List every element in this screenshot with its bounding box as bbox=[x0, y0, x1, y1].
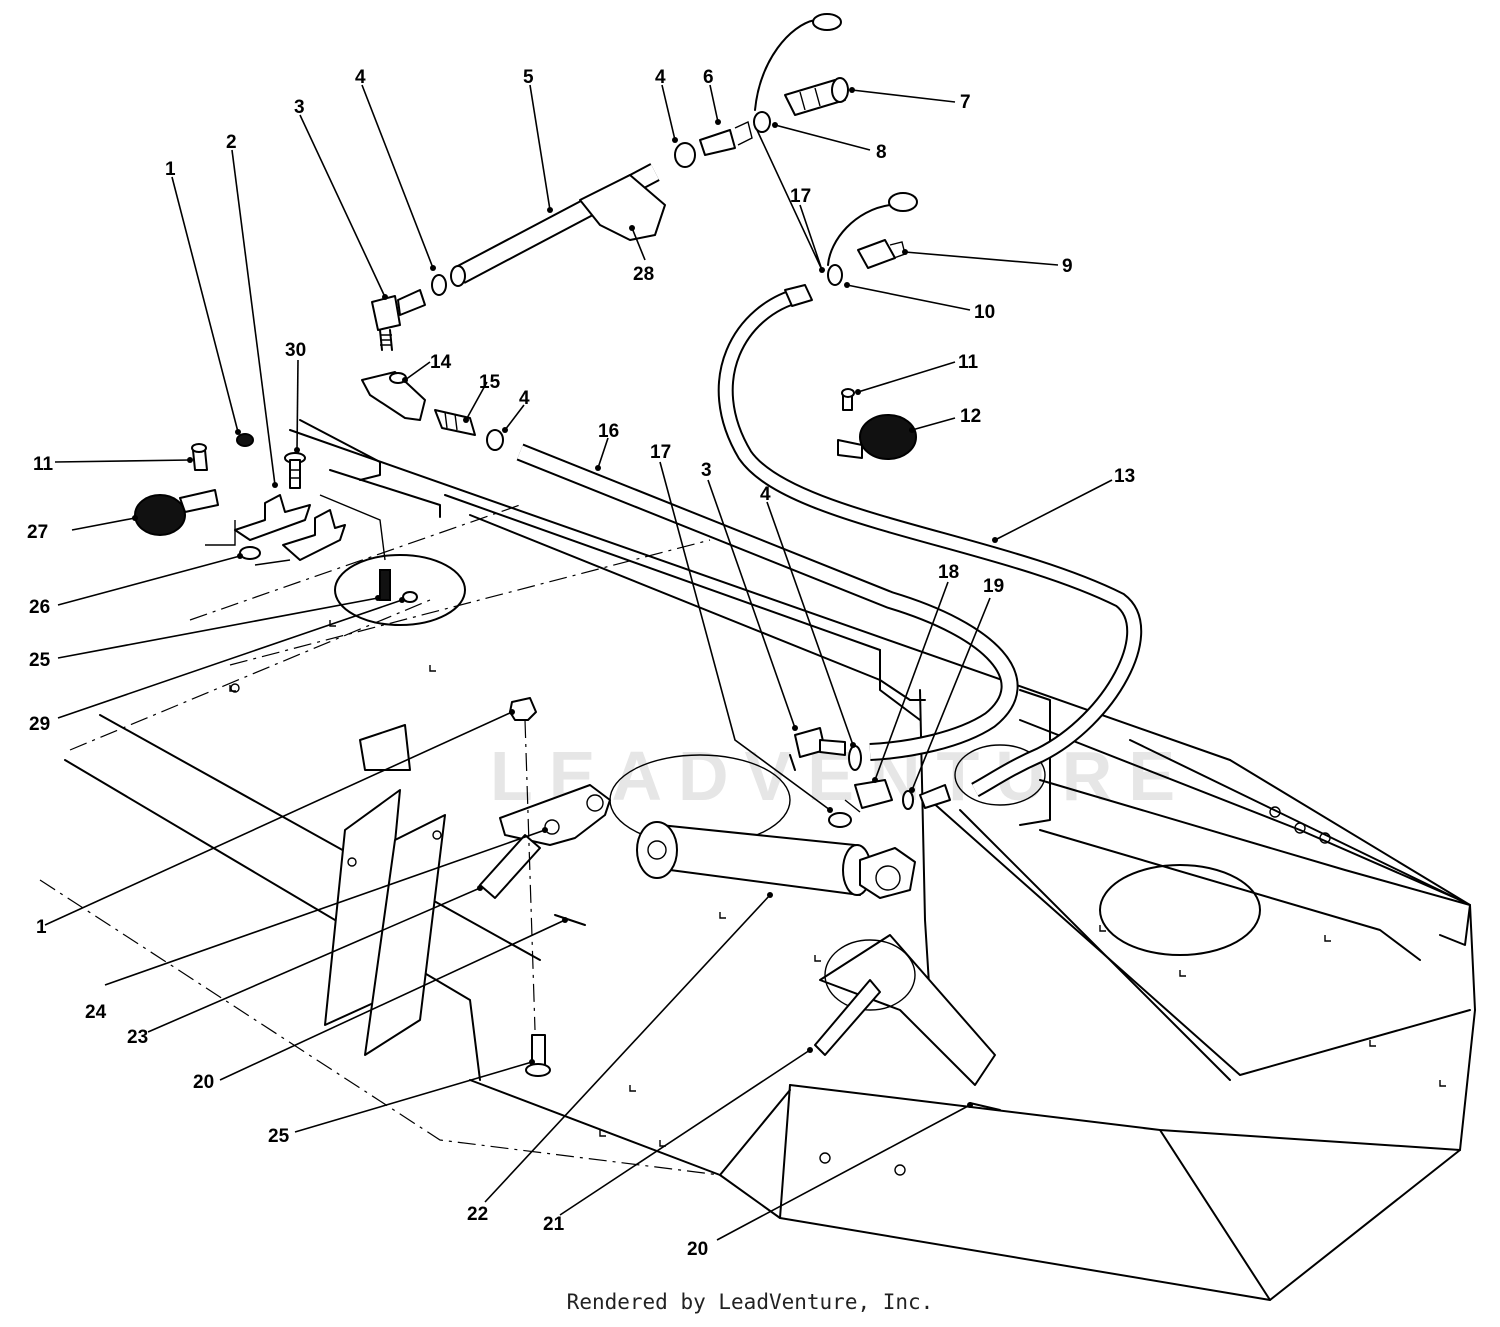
dust-cap-8 bbox=[753, 13, 842, 133]
lock-nut-top bbox=[509, 697, 537, 721]
callout-11: 11 bbox=[33, 454, 54, 475]
hydraulic-cylinder bbox=[636, 821, 916, 899]
callout-3: 3 bbox=[294, 97, 305, 118]
callout-15: 15 bbox=[479, 372, 501, 393]
nut-1-top bbox=[236, 433, 254, 447]
washer-26 bbox=[239, 546, 261, 560]
callout-25: 25 bbox=[268, 1126, 290, 1147]
callout-6: 6 bbox=[703, 67, 714, 88]
hose-clamp-12 bbox=[837, 388, 917, 460]
quick-coupler-7 bbox=[784, 77, 849, 116]
callout-2: 2 bbox=[226, 132, 237, 153]
mower-deck bbox=[39, 419, 1476, 1301]
callout-4: 4 bbox=[519, 388, 530, 409]
callout-30: 30 bbox=[285, 340, 306, 361]
cotter-pins bbox=[554, 914, 1001, 1111]
callout-19: 19 bbox=[983, 576, 1004, 597]
callout-17: 17 bbox=[790, 186, 811, 207]
footer-credit: Rendered by LeadVenture, Inc. bbox=[566, 1290, 934, 1314]
fitting-9 bbox=[857, 239, 906, 269]
callout-7: 7 bbox=[960, 92, 971, 113]
callout-4: 4 bbox=[355, 67, 366, 88]
callout-16: 16 bbox=[598, 421, 619, 442]
fitting-elbow-top bbox=[371, 289, 426, 351]
callout-25: 25 bbox=[29, 650, 51, 671]
callout-4: 4 bbox=[760, 484, 771, 505]
callout-12: 12 bbox=[960, 406, 981, 427]
callout-11: 11 bbox=[958, 352, 979, 373]
hose-13 bbox=[717, 284, 1143, 809]
tee-fitting bbox=[361, 371, 426, 421]
nut-4b bbox=[674, 142, 696, 168]
nut-4c bbox=[486, 429, 504, 451]
adapter-15 bbox=[434, 409, 476, 436]
callout-17: 17 bbox=[650, 442, 671, 463]
o-ring-19 bbox=[902, 790, 914, 810]
clevis-pin-front bbox=[479, 834, 541, 899]
callout-27: 27 bbox=[27, 522, 48, 543]
callout-9: 9 bbox=[1062, 256, 1073, 277]
callout-4: 4 bbox=[655, 67, 666, 88]
callout-28: 28 bbox=[633, 264, 654, 285]
front-lift-plate bbox=[324, 724, 446, 1056]
bolt-11-left bbox=[191, 443, 208, 471]
callout-29: 29 bbox=[29, 714, 50, 735]
coupler-6 bbox=[699, 121, 753, 156]
callout-10: 10 bbox=[974, 302, 995, 323]
callout-20: 20 bbox=[687, 1239, 708, 1260]
callout-8: 8 bbox=[876, 142, 887, 163]
callout-3: 3 bbox=[701, 460, 712, 481]
hose-clamp-27 bbox=[134, 489, 219, 536]
carriage-bolt-30 bbox=[284, 452, 306, 489]
fitting-elbow-lower bbox=[789, 727, 846, 771]
bolt-25-top bbox=[379, 569, 418, 603]
callout-1: 1 bbox=[36, 917, 47, 938]
nut-4a bbox=[431, 274, 447, 296]
callout-21: 21 bbox=[543, 1214, 565, 1235]
rear-lift-bracket bbox=[819, 934, 996, 1086]
right-blade-opening bbox=[1099, 864, 1261, 956]
dust-cap-10 bbox=[827, 192, 918, 286]
callout-14: 14 bbox=[430, 352, 452, 373]
o-ring-17 bbox=[828, 812, 852, 828]
leader-lines bbox=[44, 84, 1113, 1241]
clevis-pin-rear bbox=[814, 979, 881, 1056]
callout-23: 23 bbox=[127, 1027, 148, 1048]
bolt-lower bbox=[525, 1034, 551, 1077]
hose-5 bbox=[450, 163, 666, 287]
callout-13: 13 bbox=[1114, 466, 1135, 487]
nut-4d bbox=[848, 745, 862, 771]
hose-16 bbox=[516, 443, 1019, 761]
callout-22: 22 bbox=[467, 1204, 488, 1225]
callout-5: 5 bbox=[523, 67, 534, 88]
callout-numbers: 1 2 3 4 5 4 6 7 8 17 9 10 28 30 14 15 4 … bbox=[27, 67, 1135, 1260]
callout-24: 24 bbox=[85, 1002, 107, 1023]
callout-1: 1 bbox=[165, 159, 176, 180]
left-blade-opening bbox=[334, 554, 466, 626]
callout-18: 18 bbox=[938, 562, 959, 583]
bracket-2b bbox=[282, 509, 346, 561]
bracket-2 bbox=[234, 494, 311, 541]
callout-26: 26 bbox=[29, 597, 50, 618]
callout-20: 20 bbox=[193, 1072, 214, 1093]
